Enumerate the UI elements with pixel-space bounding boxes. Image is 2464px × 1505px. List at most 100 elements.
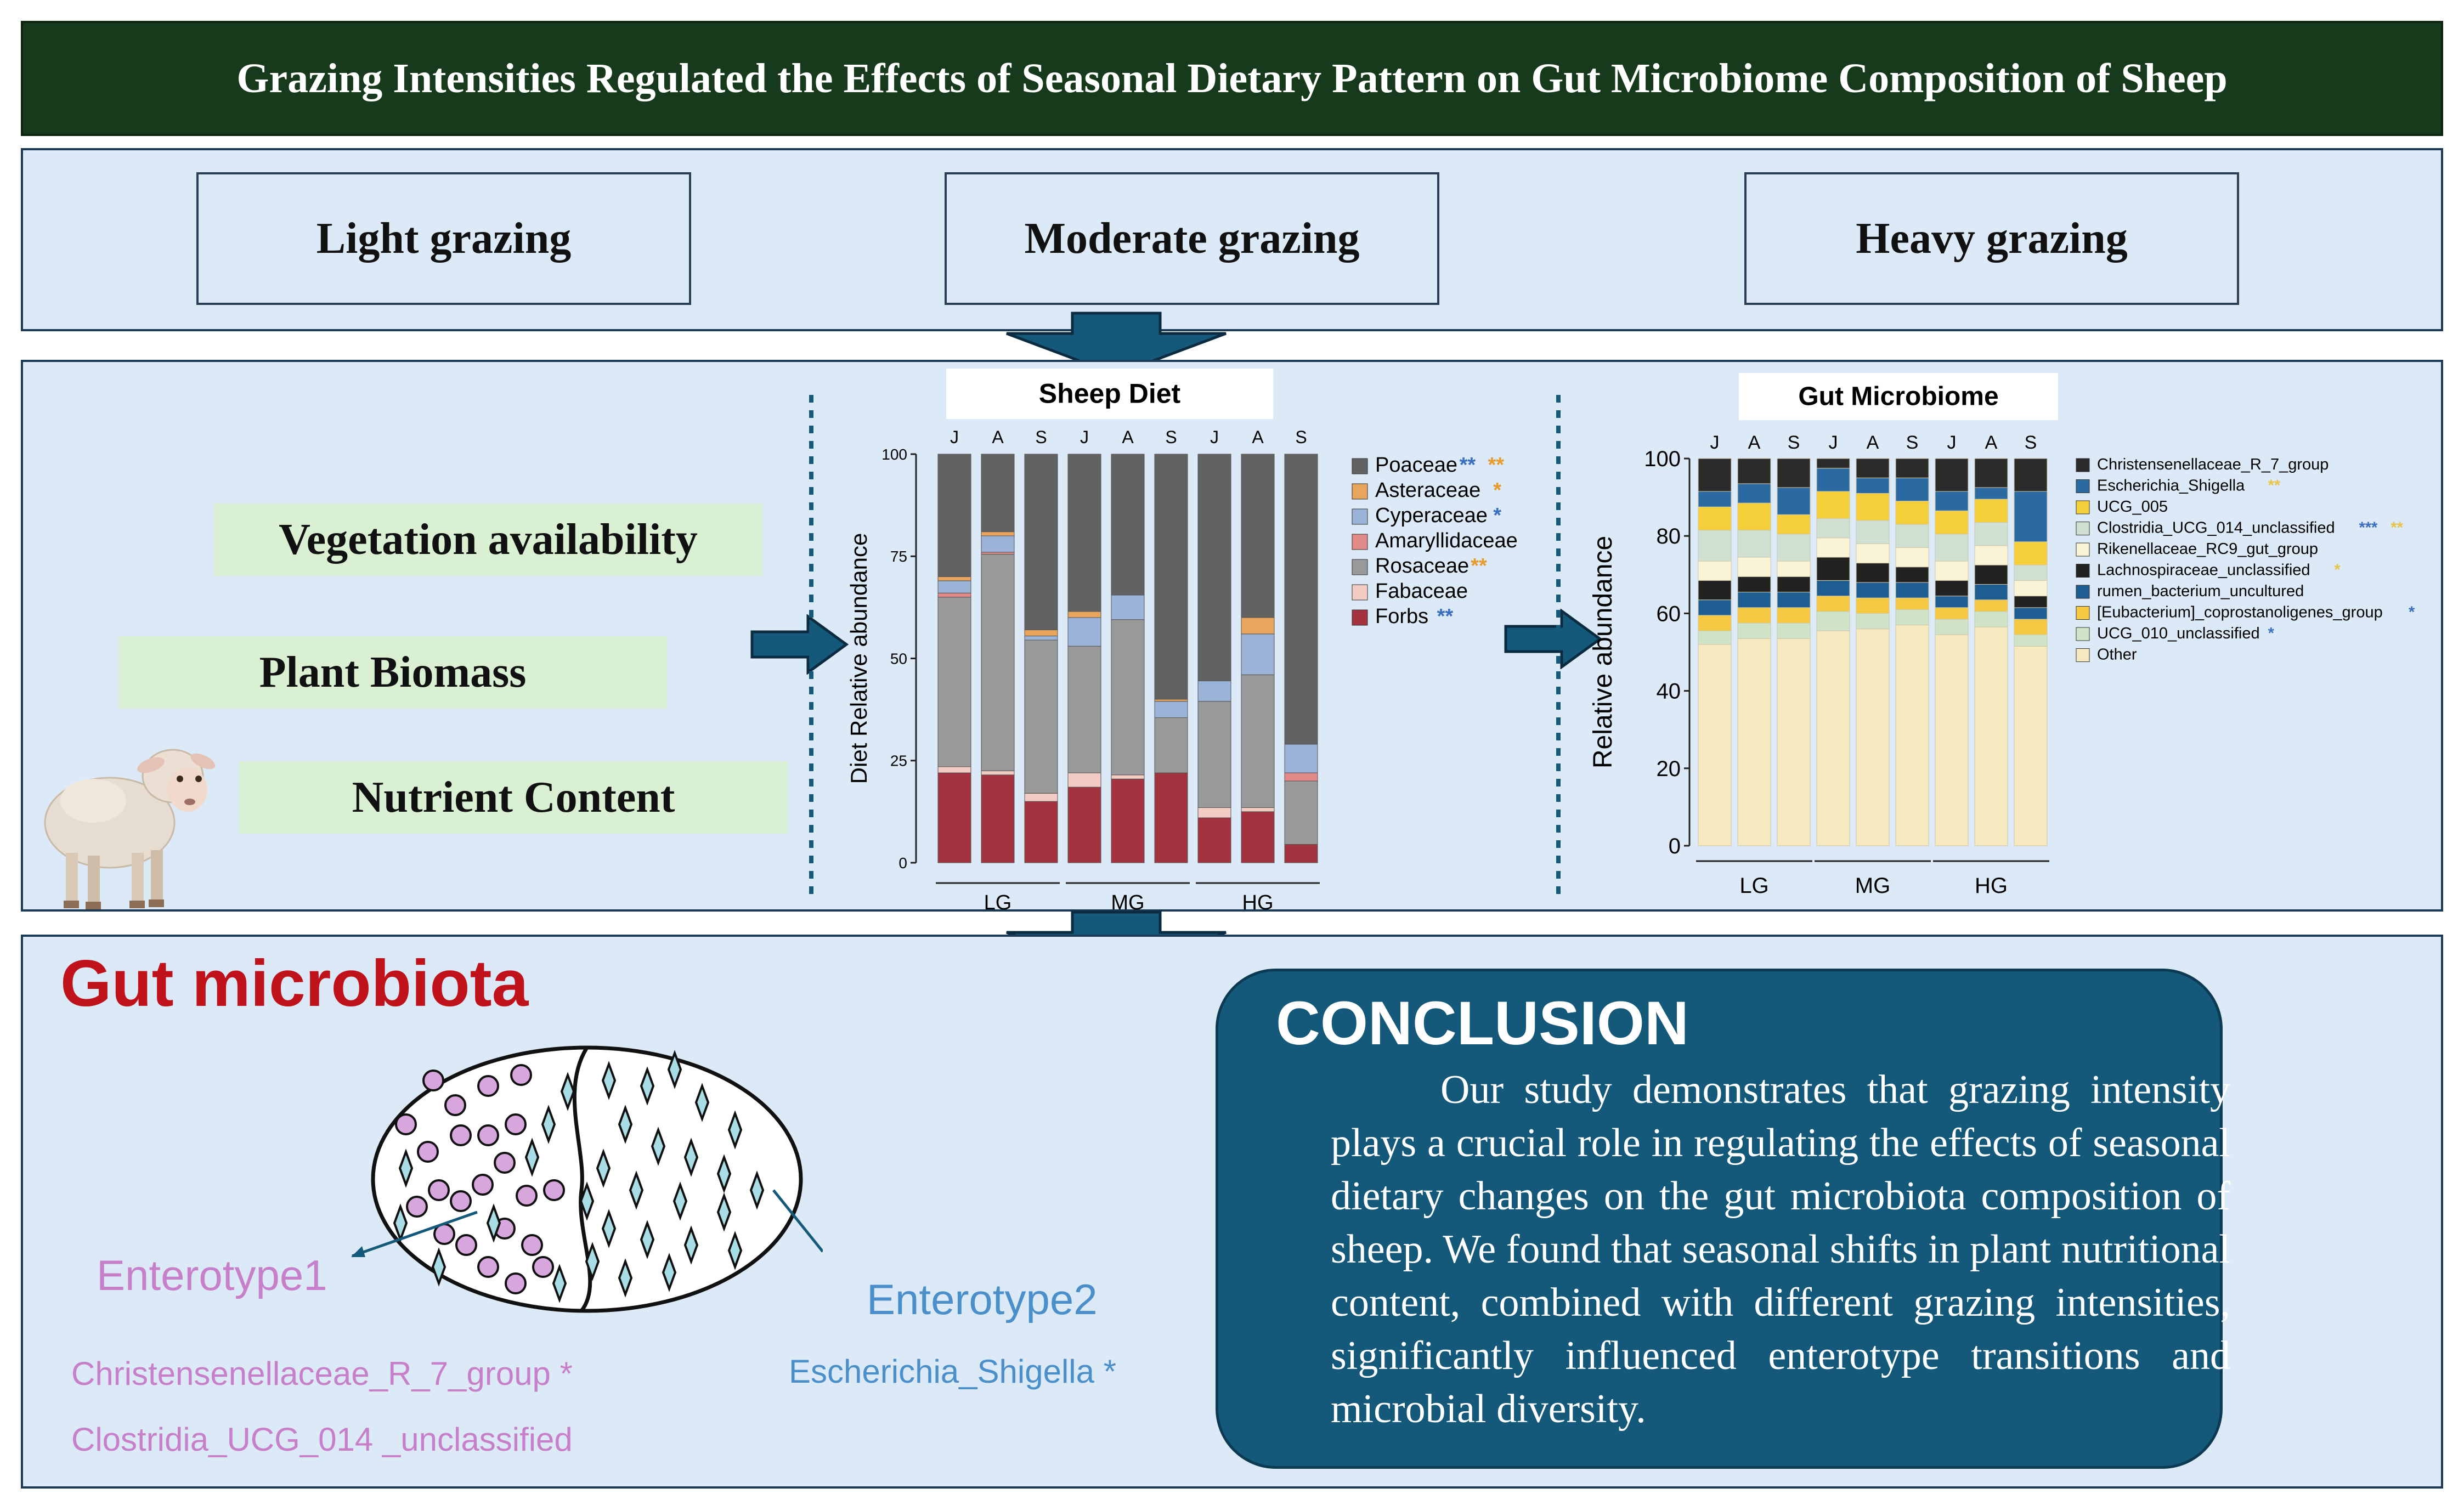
legend-swatch xyxy=(2076,564,2090,578)
bar-segment xyxy=(1856,597,1890,614)
chart-title-box xyxy=(946,369,1273,419)
significance-marker: ** xyxy=(2268,477,2281,495)
bar-segment xyxy=(1698,644,1732,846)
bar-segment xyxy=(937,576,971,581)
bar-segment xyxy=(1895,524,1929,548)
y-tick-label: 40 xyxy=(1657,680,1681,704)
factor-nutrient-content: Nutrient Content xyxy=(239,761,788,834)
enterotype1-cell xyxy=(543,1179,565,1201)
bar-segment xyxy=(1935,561,1969,581)
bar-segment xyxy=(1197,701,1231,808)
bar-segment xyxy=(1024,629,1058,637)
enterotype1-cell xyxy=(532,1256,554,1278)
light-grazing-box: Light grazing xyxy=(196,172,691,305)
bar-segment xyxy=(1737,623,1771,639)
legend-swatch xyxy=(2076,648,2090,662)
enterotype2-cell xyxy=(716,1154,732,1193)
enterotype2-cell xyxy=(524,1138,540,1177)
legend-label: Clostridia_UCG_014_unclassified xyxy=(2097,519,2335,537)
bar-segment xyxy=(1154,717,1188,773)
category-label: S xyxy=(1035,427,1047,447)
category-label: S xyxy=(1165,427,1177,447)
y-tick-label: 60 xyxy=(1657,602,1681,626)
chart-title: Sheep Diet xyxy=(1039,378,1181,409)
significance-marker: * xyxy=(2268,625,2275,642)
bar-segment xyxy=(1935,596,1969,608)
bar-segment xyxy=(1895,582,1929,598)
legend-swatch xyxy=(2076,542,2090,557)
bar-segment xyxy=(1241,674,1275,808)
bar-segment xyxy=(1856,582,1890,598)
enterotype2-cell xyxy=(618,1258,633,1298)
significance-marker: ** xyxy=(1460,454,1476,477)
bar-segment xyxy=(1698,561,1732,581)
bar-segment xyxy=(2014,619,2048,635)
bar-segment xyxy=(1111,595,1145,620)
bar-segment xyxy=(1935,534,1969,562)
conclusion-title: CONCLUSION xyxy=(1276,989,1689,1057)
bar-segment xyxy=(2014,541,2048,565)
bar-segment xyxy=(1777,487,1811,515)
bar-segment xyxy=(2014,458,2048,492)
bar-segment xyxy=(981,774,1015,863)
legend-swatch xyxy=(1352,559,1368,575)
enterotype1-cell xyxy=(477,1075,499,1097)
enterotype1-cell xyxy=(477,1256,499,1278)
bar-segment xyxy=(1816,468,1850,492)
bar-segment xyxy=(1067,617,1101,647)
legend-swatch xyxy=(2076,585,2090,599)
bar-segment xyxy=(1698,615,1732,631)
category-label: A xyxy=(1122,427,1134,447)
category-label: S xyxy=(2025,432,2037,453)
bar-segment xyxy=(1777,458,1811,488)
category-label: A xyxy=(1748,432,1761,453)
bar-segment xyxy=(937,772,971,863)
enterotype1-cell xyxy=(395,1113,417,1135)
enterotype2-cell xyxy=(596,1148,611,1188)
enterotype2-label: Enterotype2 xyxy=(867,1275,1098,1323)
bar-segment xyxy=(981,554,1015,771)
legend-swatch xyxy=(1352,609,1368,626)
chart-title: Gut Microbiome xyxy=(1798,382,1998,411)
enterotype1-marker-2: Clostridia_UCG_014 _unclassified xyxy=(71,1421,573,1458)
bar-segment xyxy=(1067,611,1101,618)
heavy-grazing-box: Heavy grazing xyxy=(1744,172,2239,305)
bar-segment xyxy=(1024,801,1058,863)
bar-segment xyxy=(1816,491,1850,519)
bar-segment xyxy=(1067,454,1101,612)
bar-segment xyxy=(1777,607,1811,624)
bar-segment xyxy=(981,552,1015,555)
bar-segment xyxy=(1737,592,1771,608)
y-tick-label: 0 xyxy=(1669,834,1681,858)
legend-label: Cyperaceae xyxy=(1375,504,1488,527)
enterotype2-cell xyxy=(431,1247,447,1287)
right-arrow-icon xyxy=(750,614,849,675)
bar-segment xyxy=(1935,634,1969,846)
bar-segment xyxy=(1816,596,1850,612)
bar-segment xyxy=(1935,458,1969,492)
bar-segment xyxy=(1856,629,1890,846)
y-tick-label: 0 xyxy=(898,855,907,872)
enterotype2-cell xyxy=(749,1170,765,1210)
bar-segment xyxy=(1698,580,1732,601)
y-tick-label: 20 xyxy=(1657,757,1681,781)
bar-segment xyxy=(1197,807,1231,818)
enterotype1-cell xyxy=(505,1272,527,1294)
bar-segment xyxy=(981,454,1015,533)
y-tick-label: 100 xyxy=(881,446,907,463)
legend-label: Fabaceae xyxy=(1375,580,1468,603)
bar-segment xyxy=(1067,772,1101,788)
bar-segment xyxy=(1974,522,2008,546)
bar-segment xyxy=(2014,580,2048,597)
enterotype2-cell xyxy=(579,1181,595,1221)
bar-segment xyxy=(1284,454,1318,745)
bar-segment xyxy=(1895,547,1929,568)
bar-segment xyxy=(1024,636,1058,641)
bar-segment xyxy=(1241,617,1275,635)
sheep-illustration xyxy=(44,749,216,909)
legend-label: Christensenellaceae_R_7_group xyxy=(2097,456,2329,473)
enterotype2-cell xyxy=(640,1066,655,1106)
enterotype2-cell xyxy=(560,1072,575,1111)
bar-segment xyxy=(1737,557,1771,577)
bar-segment xyxy=(1935,580,1969,597)
